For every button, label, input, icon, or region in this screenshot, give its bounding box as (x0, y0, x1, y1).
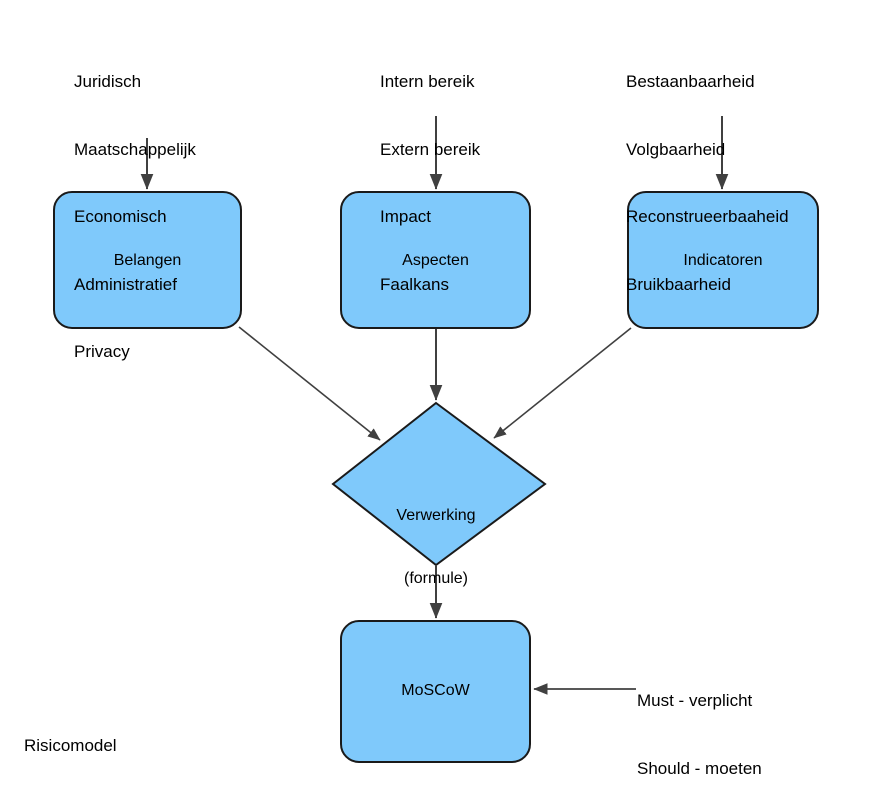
caption-title: Risicomodel (24, 736, 117, 755)
list-item: Volgbaarheid (626, 139, 726, 159)
list-item: Impact (380, 207, 432, 226)
diagram-caption: Risicomodel Rienk Jonker 6 november 2015 (24, 690, 156, 786)
arrow-belangen-to-verwerking (238, 326, 381, 441)
list-item: Juridisch (74, 72, 142, 91)
list-item: Bestaanbaarheid (626, 72, 755, 91)
list-item: Must - verplicht (637, 691, 753, 710)
aspecten-input-list: Intern bereik Extern bereik Impact Faalk… (380, 26, 480, 341)
node-indicatoren[interactable] (627, 191, 819, 329)
node-moscow[interactable] (340, 620, 531, 763)
node-belangen[interactable] (53, 191, 242, 329)
node-aspecten[interactable] (340, 191, 531, 329)
belangen-input-list: Juridisch Maatschappelijk Economisch Adm… (74, 26, 196, 409)
list-item: Extern bereik (380, 139, 481, 159)
list-item: Faalkans (380, 274, 449, 294)
list-item: Bruikbaarheid (626, 274, 731, 294)
arrow-indicatoren-to-verwerking (493, 327, 632, 439)
list-item: Privacy (74, 342, 130, 361)
list-item: Maatschappelijk (74, 139, 196, 159)
list-item: Reconstrueerbaaheid (626, 207, 789, 226)
list-item: Should - moeten (637, 758, 762, 778)
list-item: Intern bereik (380, 72, 475, 91)
indicatoren-input-list: Bestaanbaarheid Volgbaarheid Reconstruee… (626, 26, 789, 341)
moscow-legend: Must - verplicht Should - moeten Could -… (637, 645, 785, 786)
list-item: Administratief (74, 274, 177, 294)
list-item: Economisch (74, 207, 167, 226)
node-verwerking[interactable] (331, 401, 547, 567)
